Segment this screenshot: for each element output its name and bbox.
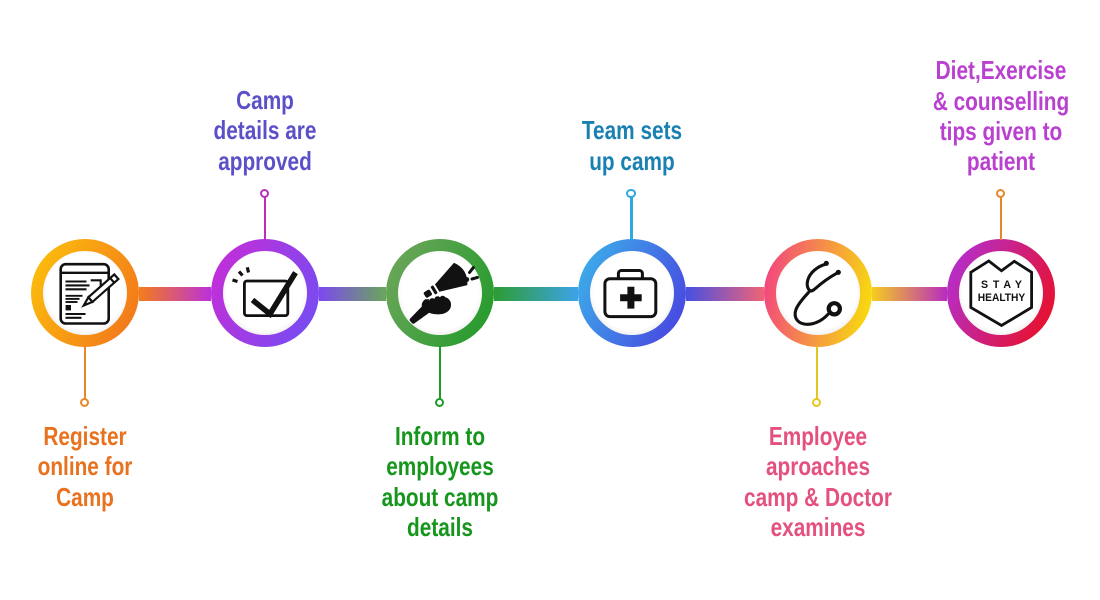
label-line: tips given to (939, 115, 1063, 146)
badge-text-healthy: HEALTHY (978, 292, 1026, 304)
step-circle-tips (947, 239, 1055, 347)
step-dot-team (626, 188, 636, 199)
label-line: Camp (236, 85, 294, 115)
register-document-pencil-icon (43, 251, 127, 335)
label-line: Inform to (394, 421, 486, 451)
connector-segment-3 (494, 287, 578, 301)
step-dot-examine (811, 397, 822, 408)
step-dot-approved (259, 188, 270, 199)
approved-checkbox-icon (223, 251, 307, 335)
stethoscope-icon (776, 251, 860, 335)
label-line: Team sets (581, 115, 683, 146)
step-label-approved: Camp details are approved (161, 85, 369, 176)
step-stem-examine (815, 346, 819, 400)
step-label-examine: Employee aproaches camp & Doctor examine… (714, 421, 922, 542)
step-stem-register (83, 346, 87, 400)
label-line: Employee (768, 421, 868, 451)
label-line: Register (43, 421, 127, 451)
connector-segment-1 (139, 287, 211, 301)
announce-megaphone-hand-icon (398, 251, 482, 335)
label-line: details (407, 511, 473, 542)
label-line: examines (770, 511, 866, 542)
step-circle-approved (211, 239, 319, 347)
label-line: approved (218, 145, 312, 176)
connector-segment-5 (872, 287, 947, 301)
connector-segment-4 (686, 287, 764, 301)
step-circle-approved-inner (223, 251, 307, 335)
label-line: online for (37, 451, 133, 482)
step-label-team: Team sets up camp (528, 115, 736, 176)
step-stem-tips (999, 193, 1003, 240)
step-stem-approved (263, 193, 267, 240)
step-label-register: Register online for Camp (0, 421, 189, 512)
step-dot-tips (995, 188, 1006, 199)
stay-healthy-badge-icon: STAY HEALTHY (959, 251, 1043, 335)
step-circle-tips-inner (959, 251, 1043, 335)
step-stem-team (630, 193, 633, 240)
step-dot-register (79, 397, 90, 408)
connector-segment-2 (319, 287, 386, 301)
step-dot-inform (434, 397, 445, 408)
label-line: Diet,Exercise (935, 55, 1067, 86)
label-line: employees (386, 451, 494, 482)
label-line: aproaches (765, 451, 871, 482)
label-line: patient (966, 146, 1036, 177)
label-line: details are (213, 115, 317, 146)
label-line: up camp (589, 145, 675, 176)
label-line: about camp (381, 481, 499, 512)
label-line: camp & Doctor (744, 481, 892, 512)
badge-text-stay: STAY (981, 279, 1022, 291)
step-circle-examine (764, 239, 872, 347)
first-aid-kit-icon (590, 251, 674, 335)
step-label-tips: Diet,Exercise & counselling tips given t… (897, 55, 1100, 176)
step-stem-inform (438, 346, 442, 400)
label-line: & counselling (932, 85, 1070, 116)
label-line: Camp (56, 481, 114, 512)
step-label-inform: Inform to employees about camp details (336, 421, 544, 542)
